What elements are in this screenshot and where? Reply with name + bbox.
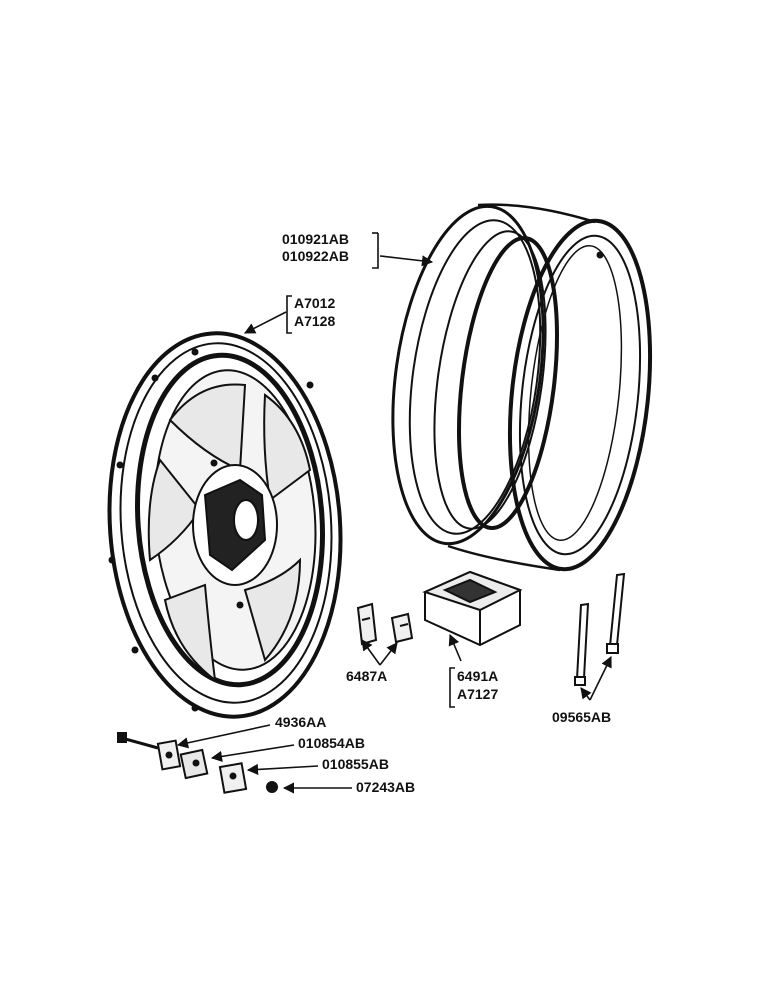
long-bolt-part-number: 09565AB [552,709,611,725]
clip-part-number: 6487A [346,668,387,684]
washer-b-part-number: 010855AB [322,756,389,772]
wheel-center-part-number-2: A7128 [294,313,335,329]
long-bolt-drawing [574,572,626,686]
washer-a-part-number: 010854AB [298,735,365,751]
rim-part-number-1: 010921AB [282,231,349,247]
hardware-drawing [117,732,278,794]
clamp-part-number-1: 6491A [457,668,498,684]
leader-lines [176,232,612,794]
wheel-center-part-number-1: A7012 [294,295,335,311]
wheel-center-drawing [107,331,343,719]
nut-part-number: 07243AB [356,779,415,795]
bolt-part-number: 4936AA [275,714,326,730]
rim-drawing [391,203,653,572]
clamp-part-number-2: A7127 [457,686,498,702]
clamp-drawing [422,570,523,647]
rim-part-number-2: 010922AB [282,248,349,264]
clip-drawing [356,602,414,646]
